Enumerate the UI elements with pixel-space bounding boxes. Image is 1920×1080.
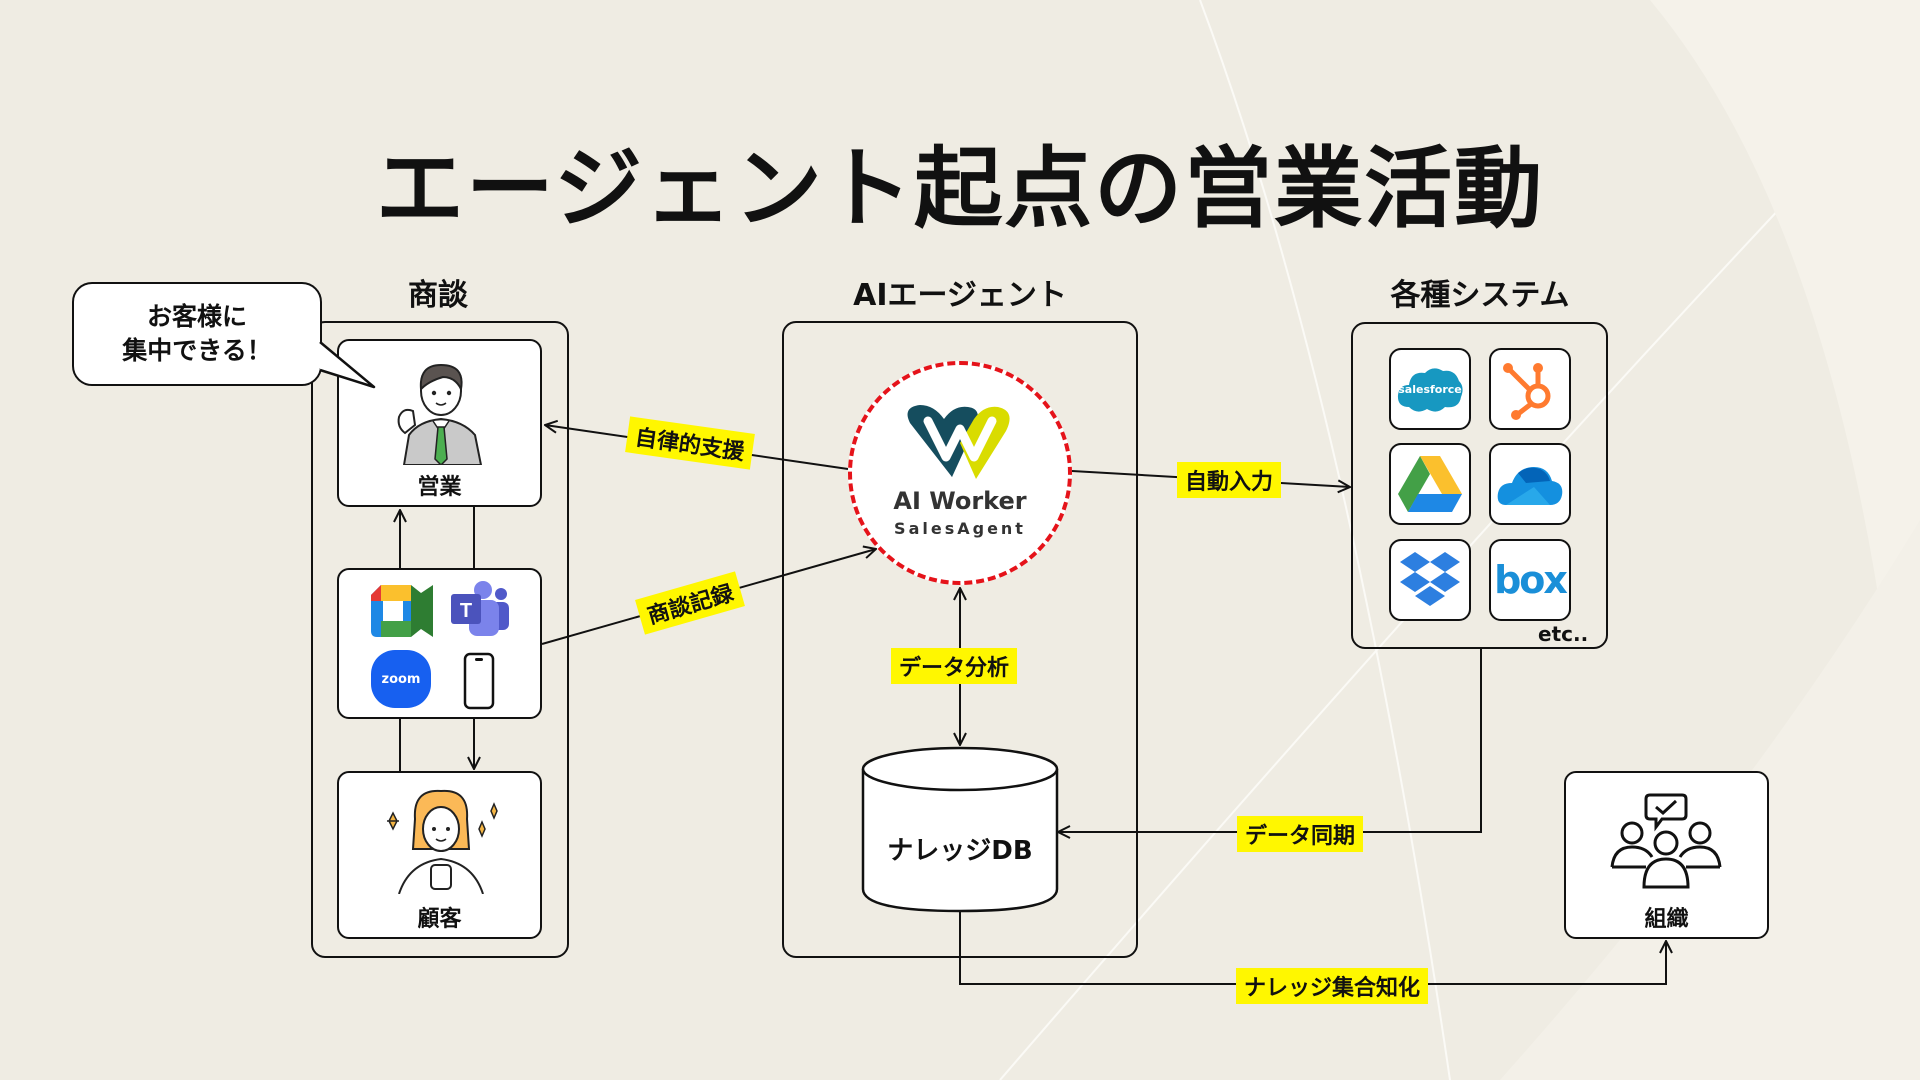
organization-icon [1610,793,1722,889]
tag-data-sync: データ同期 [1237,816,1364,852]
box-tile[interactable]: box [1489,539,1571,621]
hubspot-tile[interactable] [1489,348,1571,430]
tag-knowledge-collective: ナレッジ集合知化 [1236,968,1429,1004]
etc-label: etc.. [1538,622,1589,646]
knowledge-db-label: ナレッジDB [887,836,1033,866]
sales-card: 営業 [337,339,542,507]
meeting-tools-card: T zoom [337,568,542,719]
ai-worker-agent[interactable]: AI Worker SalesAgent [848,361,1072,585]
onedrive-tile[interactable] [1489,443,1571,525]
salesforce-text: salesforce [1398,382,1462,396]
sales-label: 営業 [417,475,462,500]
google-meet-icon[interactable] [371,585,433,637]
bubble-line-1: お客様に [146,302,247,332]
customer-label: 顧客 [417,907,462,932]
zoom-icon[interactable]: zoom [371,650,431,708]
ai-worker-logo-icon [907,405,1010,479]
google-drive-icon [1398,456,1462,512]
microsoft-teams-icon[interactable]: T [449,580,511,638]
ai-worker-name: AI Worker [893,487,1027,515]
tag-auto-input: 自動入力 [1177,462,1282,498]
ai-worker-subtitle: SalesAgent [894,519,1026,538]
onedrive-icon [1497,467,1563,505]
organization-card[interactable]: 組織 [1564,771,1769,939]
salesperson-icon [397,363,483,465]
bubble-line-2: 集中できる！ [122,336,272,365]
section-heading-systems: 各種システム [1390,278,1570,313]
tag-data-analysis: データ分析 [891,648,1018,684]
smartphone-icon[interactable] [463,652,495,710]
speech-bubble: お客様に 集中できる！ [72,282,322,386]
page-title: エージェント起点の営業活動 [375,137,1545,240]
svg-text:T: T [460,600,472,622]
dropbox-tile[interactable] [1389,539,1471,621]
knowledge-db-cylinder[interactable] [861,745,1059,915]
zoom-icon-text: zoom [381,671,421,687]
systems-group [1351,322,1608,649]
hubspot-icon [1503,363,1551,420]
section-heading-agent: AIエージェント [853,278,1067,313]
section-heading-meeting: 商談 [408,278,468,313]
dropbox-icon [1400,552,1460,606]
organization-label: 組織 [1644,907,1689,932]
salesforce-icon [1397,368,1463,412]
salesforce-tile[interactable]: salesforce [1389,348,1471,430]
customer-card: 顧客 [337,771,542,939]
speech-bubble-tail [310,341,376,389]
customer-icon [387,789,498,894]
box-icon: box [1494,558,1568,602]
google-drive-tile[interactable] [1389,443,1471,525]
